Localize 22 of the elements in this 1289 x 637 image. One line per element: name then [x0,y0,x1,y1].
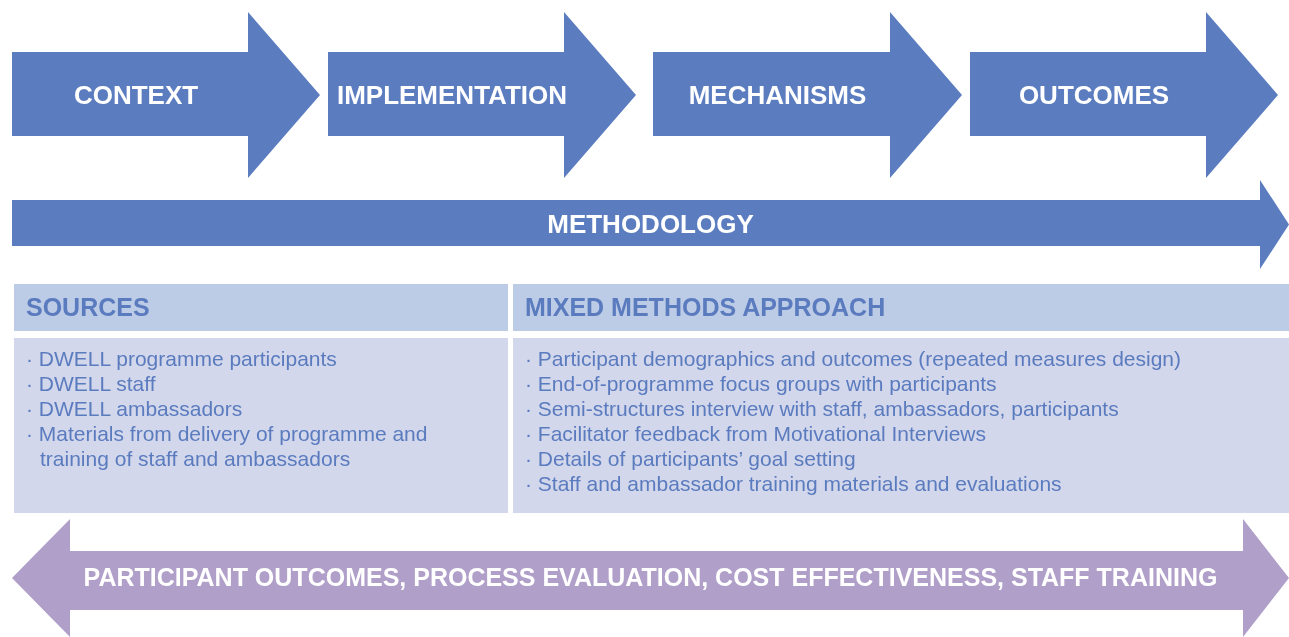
list-item: · End-of-programme focus groups with participants [525,371,998,396]
list-panel [14,338,508,513]
list-panel [513,338,1289,513]
header-panel [14,284,508,331]
list-item: · Semi-structures interview with staff, ambassadors, participants [525,396,1120,421]
list-item: · Materials from delivery of programme and training of staff and ambassadors [26,421,429,471]
list-item: · Facilitator feedback from Motivational Interviews [525,421,987,446]
list-item: · DWELL programme participants [26,346,338,371]
list-item: · Staff and ambassador training materials and evaluations [525,471,1063,496]
arrow-label: PARTICIPANT OUTCOMES, PROCESS EVALUATION, COST EFFECTIVENESS, STAFF TRAINING [83,562,1218,594]
arrow-label: IMPLEMENTATION [336,78,568,112]
arrow-label: OUTCOMES [1018,78,1170,112]
list-item: · DWELL staff [26,371,157,396]
list-item: · Participant demographics and outcomes (repeated measures design) [525,346,1182,371]
list-item: · DWELL ambassadors [26,396,244,421]
arrow-label: METHODOLOGY [547,208,754,241]
arrow-label: MECHANISMS [688,78,867,112]
arrow-label: CONTEXT [73,78,199,112]
header-panel [513,284,1289,331]
panel-heading: SOURCES [26,291,150,323]
panel-heading: MIXED METHODS APPROACH [525,291,886,323]
list-item: · Details of participants’ goal setting [525,446,857,471]
